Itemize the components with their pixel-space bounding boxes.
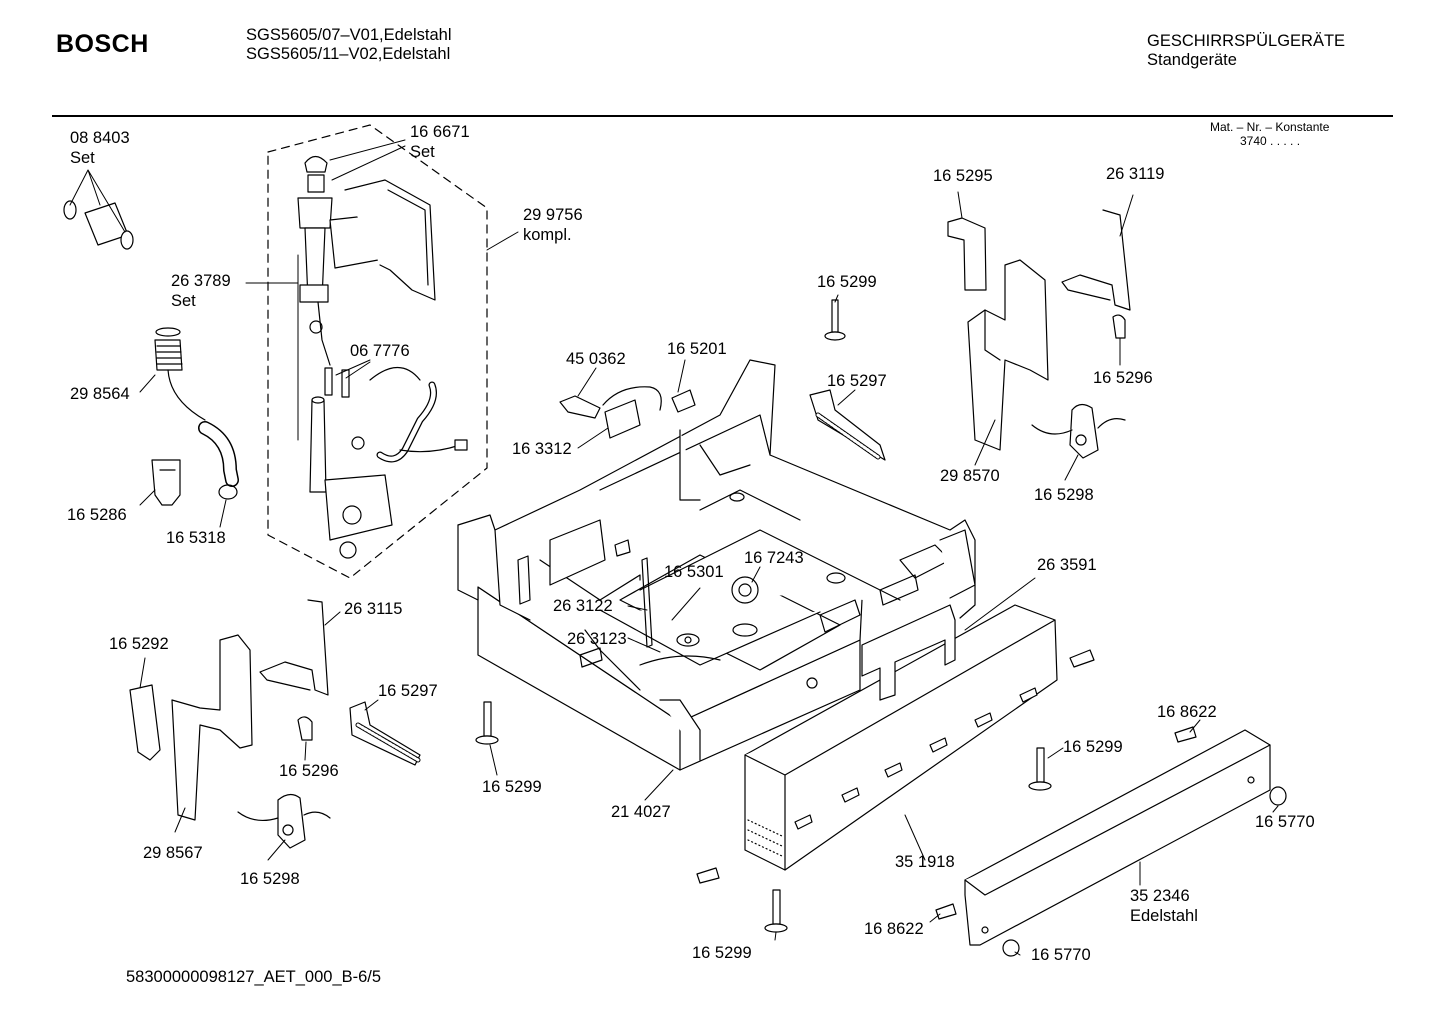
leader-lines — [70, 140, 1278, 955]
model-line: SGS5605/07–V01,Edelstahl — [246, 26, 452, 44]
inlet-terminals — [325, 368, 349, 397]
part-label: 16 5770 — [1255, 813, 1315, 831]
part-label: 21 4027 — [611, 803, 671, 821]
material-number-block: Mat. – Nr. – Konstante 3740 . . . . . — [1210, 120, 1329, 148]
model-line: SGS5605/11–V02,Edelstahl — [246, 45, 451, 63]
part-label: 16 5296 — [279, 762, 339, 780]
part-label: 06 7776 — [350, 342, 410, 360]
part-label: 16 5201 — [667, 340, 727, 358]
hose-clip — [352, 437, 364, 449]
part-label: 16 5298 — [1034, 486, 1094, 504]
part-label: 26 3123 — [567, 630, 627, 648]
document-id: 58300000098127_AET_000_B-6/5 — [126, 968, 382, 986]
category-subtitle: Standgeräte — [1147, 51, 1237, 69]
dishwasher-base — [458, 360, 975, 770]
plate-165295 — [948, 218, 986, 290]
part-label: 16 5297 — [827, 372, 887, 390]
bracket-298570 — [968, 260, 1048, 450]
trim-strip-352346 — [965, 730, 1270, 945]
front-panel-351918 — [745, 605, 1057, 870]
screw-icon — [697, 868, 719, 883]
switch-163312 — [605, 400, 640, 438]
water-inlet-assembly — [298, 157, 435, 559]
part-label: 16 5318 — [166, 529, 226, 547]
inlet-wire — [318, 302, 460, 452]
part-label: 29 8564 — [70, 385, 130, 403]
part-label: 16 3312 — [512, 440, 572, 458]
bracket-263119 — [1062, 210, 1130, 310]
part-label: 26 3591 — [1037, 556, 1097, 574]
part-label: 16 5301 — [664, 563, 724, 581]
material-number-value: 3740 . . . . . — [1240, 134, 1301, 148]
part-label: 16 5299 — [1063, 738, 1123, 756]
part-label: 16 5297 — [378, 682, 438, 700]
foot-screw-icon — [476, 702, 498, 744]
part-label: 16 5299 — [692, 944, 752, 962]
bracket-263591 — [862, 605, 955, 700]
part-165286 — [152, 460, 180, 505]
bracket-263115 — [260, 600, 328, 695]
part-label: 26 3122 — [553, 597, 613, 615]
category-block: GESCHIRRSPÜLGERÄTE Standgeräte — [1147, 32, 1345, 70]
material-number-label: Mat. – Nr. – Konstante — [1210, 120, 1330, 134]
part-label: 16 5299 — [817, 273, 877, 291]
part-label: 26 3115 — [344, 600, 403, 618]
foot-screw-icon — [1029, 748, 1051, 790]
part-label: 29 8567 — [143, 844, 203, 862]
brand-logo: BOSCH — [56, 30, 149, 58]
category-title: GESCHIRRSPÜLGERÄTE — [1147, 32, 1346, 50]
part-label: 16 5770 — [1031, 946, 1091, 964]
motor-165298 — [1032, 404, 1125, 458]
part-label: 29 8570 — [940, 467, 1000, 485]
screw-icon — [1070, 650, 1094, 667]
part-label: 16 5296 — [1093, 369, 1153, 387]
part-label: 16 8622 — [1157, 703, 1217, 721]
foot-screw-icon — [765, 890, 787, 932]
screw-icon — [936, 904, 956, 919]
cap-icon — [1270, 787, 1286, 805]
base-details — [518, 493, 918, 688]
part-label: 16 5292 — [109, 635, 169, 653]
part-label: 16 5298 — [240, 870, 300, 888]
motor-165298-left — [238, 794, 330, 848]
part-label: 16 7243 — [744, 549, 804, 567]
part-label: 16 5299 — [482, 778, 542, 796]
clamp-set-088403 — [64, 201, 133, 249]
inlet-connector — [455, 440, 467, 450]
cap-icon — [1003, 940, 1019, 956]
part-label: 16 5286 — [67, 506, 127, 524]
inlet-hose-inner — [380, 385, 434, 459]
clip-165296 — [1113, 315, 1125, 338]
hose-298564 — [155, 328, 237, 499]
bracket-298567 — [172, 635, 252, 820]
foot-screw-icon — [825, 300, 845, 340]
model-list: SGS5605/07–V01,Edelstahl SGS5605/11–V02,… — [246, 26, 452, 64]
part-label: 16 5295 — [933, 167, 993, 185]
part-label: 16 8622 — [864, 920, 924, 938]
clip-165296-left — [298, 717, 312, 740]
spring-165297-right — [810, 390, 885, 460]
header-divider — [52, 115, 1393, 117]
part-label: 45 0362 — [566, 350, 626, 368]
part-label: 26 3119 — [1106, 165, 1165, 183]
assembly-outline-dashed — [268, 125, 487, 578]
plate-165292 — [130, 685, 160, 760]
cable-165201 — [603, 387, 695, 412]
part-label: 35 1918 — [895, 853, 955, 871]
spring-165297-left — [350, 702, 420, 765]
switch-450362 — [560, 396, 600, 418]
